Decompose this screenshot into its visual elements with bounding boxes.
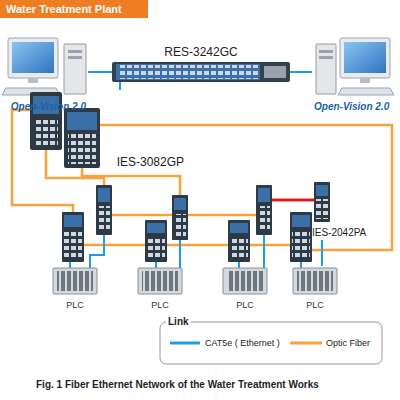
red-fiber-link [272,199,314,202]
workstation-icon [316,38,394,95]
device-label: PLC [151,300,169,311]
plc-unit-node: PLC [290,266,340,312]
ethernet-link [119,82,121,90]
device-label: IES-2042PA [312,227,366,239]
plc-unit-node: PLC [135,266,185,312]
core-switch-node: RES-3242GC [112,44,290,82]
device-label: PLC [66,300,84,311]
legend-frame [160,322,382,364]
core-switch-icon [112,62,290,82]
device-label: Open-Vision 2.0 [11,101,86,113]
device-label: RES-3242GC [164,45,237,59]
field-switch-node: IES-2042PA [310,180,386,240]
device-label: Open-Vision 2.0 [314,101,389,113]
legend-heading: Link [166,316,191,328]
legend-text: Optic Fiber [326,337,370,349]
device-label: PLC [306,300,324,311]
ethernet-link [321,240,323,266]
figure-caption: Fig. 1 Fiber Ethernet Network of the Wat… [36,378,319,391]
ethernet-link [88,71,112,73]
legend-line-sample [170,342,200,345]
title-band: Water Treatment Plant [0,0,148,18]
ethernet-link [290,71,312,73]
workstation-node: Open-Vision 2.0 [312,34,396,114]
legend-line-sample [290,342,322,345]
ring-switch-node: IES-3082GP [26,90,186,170]
field-switch-icon [62,212,312,262]
device-label: IES-3082GP [117,155,184,169]
device-label: PLC [236,300,254,311]
workstation-node: Open-Vision 2.0 [4,34,88,114]
plc-rack-icon [53,268,337,294]
legend-text: CAT5e ( Ethernet ) [205,337,280,349]
workstation-icon [2,38,86,95]
plc-unit-node: PLC [50,266,100,312]
plc-unit-node: PLC [220,266,270,312]
